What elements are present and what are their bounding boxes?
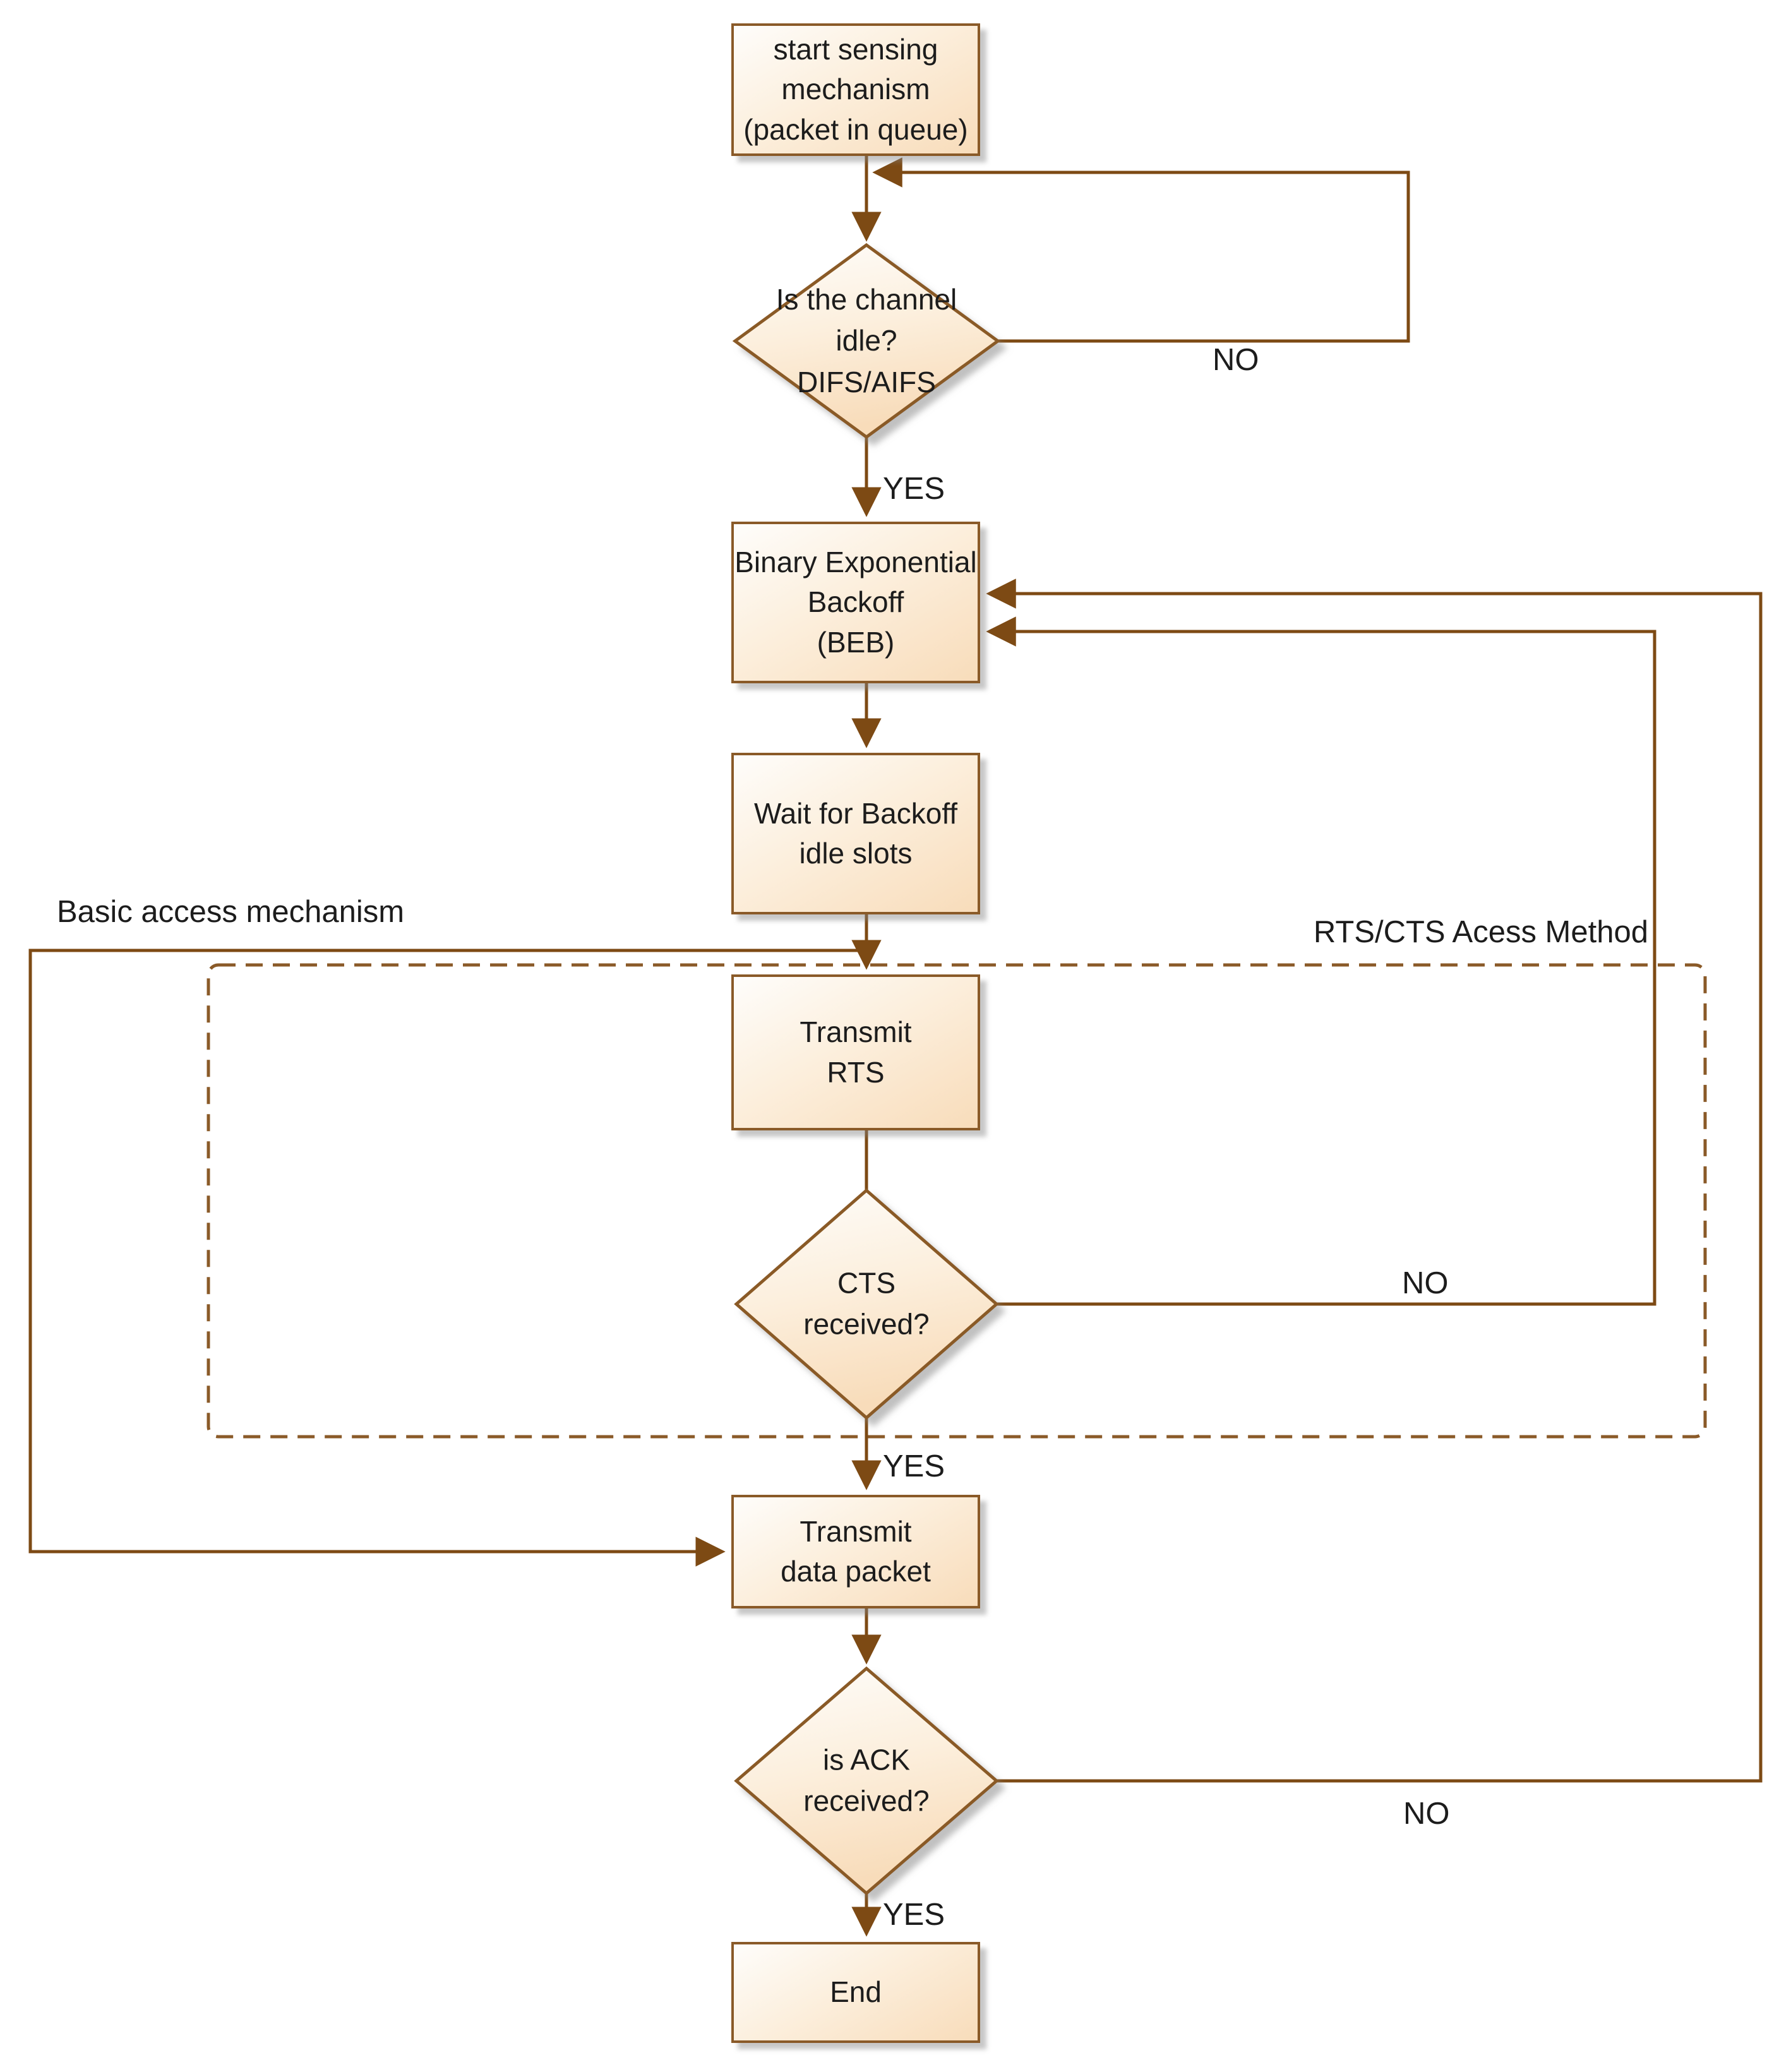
node-start: start sensing mechanism (packet in queue…	[731, 23, 980, 156]
edge-label-channel-yes: YES	[883, 472, 945, 506]
edge-label-ack-no: NO	[1403, 1797, 1450, 1831]
connector-ack-no-loop	[986, 578, 1763, 1783]
node-transmit-data: Transmit data packet	[731, 1495, 980, 1608]
edge-label-cts-no: NO	[1402, 1266, 1449, 1300]
rtscts-region-outline	[207, 963, 1707, 1439]
decision-ack-received-label: is ACK received?	[803, 1743, 930, 1817]
node-transmit-rts: Transmit RTS	[731, 974, 980, 1130]
region-label-basic-access: Basic access mechanism	[57, 895, 405, 929]
connector-cts-no-loop	[986, 616, 1656, 1306]
decision-cts-received	[734, 1188, 999, 1420]
node-beb: Binary Exponential Backoff (BEB)	[731, 522, 980, 683]
region-label-rtscts: RTS/CTS Acess Method	[1313, 915, 1648, 949]
node-end: End	[731, 1942, 980, 2043]
decision-ack-received	[734, 1666, 999, 1896]
edge-label-channel-no: NO	[1213, 343, 1259, 377]
decision-channel-idle-label: Is the channel idle? DIFS/AIFS	[776, 283, 957, 398]
node-wait-backoff: Wait for Backoff idle slots	[731, 753, 980, 914]
edge-label-ack-yes: YES	[883, 1898, 945, 1932]
connector-basic-access-bypass	[28, 949, 866, 1567]
connector-channel-no-loop	[872, 157, 1410, 343]
decision-cts-received-label: CTS received?	[803, 1266, 930, 1341]
decision-channel-idle	[732, 243, 1001, 440]
edge-label-cts-yes: YES	[883, 1449, 945, 1483]
